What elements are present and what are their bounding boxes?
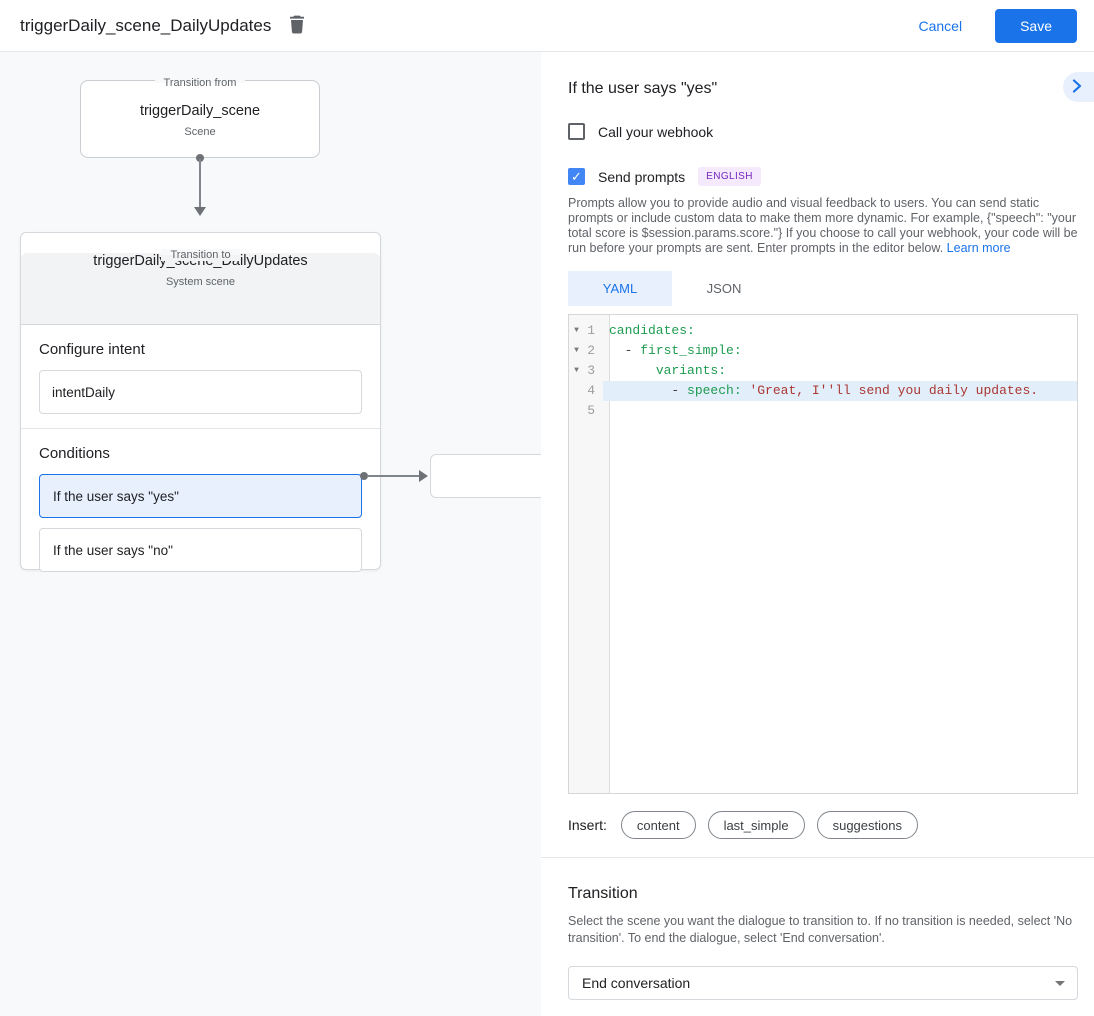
diagram-node-next-scene[interactable] xyxy=(430,454,541,498)
code-line-content[interactable]: - first_simple: xyxy=(603,341,1077,361)
connector-line-horizontal xyxy=(367,475,420,477)
yaml-code-editor[interactable]: ▼ 1 candidates: ▼ 2 - first_simple: ▼ 3 varian… xyxy=(568,314,1078,794)
line-number: 5 xyxy=(587,403,595,418)
editor-line[interactable]: 5 xyxy=(569,401,1077,421)
code-token-string: 'Great, I''ll send you daily updates. xyxy=(749,383,1039,398)
tab-json[interactable]: JSON xyxy=(706,281,742,296)
to-scene-header: Transition to triggerDaily_scene_DailyUp… xyxy=(21,249,380,325)
code-token-plain: - xyxy=(609,343,641,358)
transition-from-frame-label: Transition from xyxy=(81,73,319,91)
diagram-node-transition-from[interactable]: Transition from triggerDaily_scene Scene xyxy=(80,77,320,158)
transition-dropdown-value: End conversation xyxy=(582,975,691,991)
language-badge: ENGLISH xyxy=(698,167,761,186)
editor-lines: ▼ 1 candidates: ▼ 2 - first_simple: ▼ 3 varian… xyxy=(569,315,1077,421)
code-token-plain xyxy=(609,363,656,378)
trash-icon xyxy=(289,15,305,37)
intent-field[interactable]: intentDaily xyxy=(39,370,362,414)
collapse-panel-button[interactable] xyxy=(1063,72,1094,102)
from-scene-name: triggerDaily_scene xyxy=(139,103,261,119)
fold-arrow-icon[interactable]: ▼ xyxy=(574,366,579,375)
editor-format-tabs: YAML JSON xyxy=(568,271,1078,306)
code-line-content[interactable] xyxy=(603,401,1077,421)
page-title: triggerDaily_scene_DailyUpdates xyxy=(20,15,272,35)
fold-spacer xyxy=(569,381,584,401)
call-webhook-checkbox[interactable] xyxy=(568,123,585,140)
prompts-description-text: Prompts allow you to provide audio and v… xyxy=(568,196,1078,255)
to-scene-name: triggerDaily_scene_DailyUpdates xyxy=(93,253,308,269)
editor-line[interactable]: ▼ 1 candidates: xyxy=(569,321,1077,341)
top-bar: triggerDaily_scene_DailyUpdates Cancel S… xyxy=(0,0,1094,52)
conditions-section: Conditions If the user says "yes" If the… xyxy=(21,428,380,586)
diagram-node-transition-to[interactable]: Transition to triggerDaily_scene_DailyUp… xyxy=(20,232,381,572)
transition-description: Select the scene you want the dialogue t… xyxy=(568,914,1073,945)
insert-suggestions-chip[interactable]: suggestions xyxy=(816,811,918,839)
fold-arrow-icon[interactable]: ▼ xyxy=(574,326,579,335)
send-prompts-checkbox[interactable]: ✓ xyxy=(568,168,585,185)
connector-dot xyxy=(360,472,368,480)
condition-panel-title: If the user says "yes" xyxy=(568,80,718,97)
code-token-key: first_simple: xyxy=(640,343,742,358)
connector-dot xyxy=(196,154,204,162)
line-number: 2 xyxy=(587,343,595,358)
line-number: 1 xyxy=(587,323,595,338)
to-scene-type: System scene xyxy=(165,276,236,288)
send-prompts-label: Send prompts xyxy=(598,168,686,185)
prompts-description: Prompts allow you to provide audio and v… xyxy=(568,196,1078,256)
code-token-key: candidates: xyxy=(609,323,695,338)
tab-yaml[interactable]: YAML xyxy=(568,271,672,306)
conditions-label: Conditions xyxy=(39,445,110,462)
code-line-content[interactable]: - speech: 'Great, I''ll send you daily u… xyxy=(603,381,1077,401)
insert-last-simple-chip[interactable]: last_simple xyxy=(707,811,805,839)
editor-line[interactable]: ▼ 2 - first_simple: xyxy=(569,341,1077,361)
dropdown-caret-icon xyxy=(1055,980,1065,986)
fold-spacer xyxy=(569,401,584,421)
section-divider xyxy=(541,857,1094,858)
configure-intent-label: Configure intent xyxy=(39,341,145,358)
transition-section-title: Transition xyxy=(568,885,638,902)
code-token-plain: - xyxy=(609,383,688,398)
cancel-button[interactable]: Cancel xyxy=(918,17,963,34)
chevron-right-icon xyxy=(1072,78,1082,96)
transition-dropdown[interactable]: End conversation xyxy=(568,966,1078,1000)
call-webhook-row: Call your webhook xyxy=(568,123,1078,140)
learn-more-link[interactable]: Learn more xyxy=(946,241,1011,255)
fold-arrow-icon[interactable]: ▼ xyxy=(574,346,579,355)
line-number: 3 xyxy=(587,363,595,378)
condition-details-panel: If the user says "yes" Call your webhook… xyxy=(541,52,1094,1016)
code-line-content[interactable]: variants: xyxy=(603,361,1077,381)
arrowhead-down-icon xyxy=(194,207,206,216)
line-number: 4 xyxy=(587,383,595,398)
editor-line[interactable]: ▼ 3 variants: xyxy=(569,361,1077,381)
configure-intent-section: Configure intent intentDaily xyxy=(21,325,380,428)
condition-item-yes[interactable]: If the user says "yes" xyxy=(39,474,362,518)
scene-diagram-canvas: Transition from triggerDaily_scene Scene… xyxy=(0,52,541,1016)
code-token-key: speech: xyxy=(687,383,742,398)
insert-toolbar: Insert: content last_simple suggestions xyxy=(568,811,1078,839)
condition-item-no[interactable]: If the user says "no" xyxy=(39,528,362,572)
send-prompts-row: ✓ Send prompts ENGLISH xyxy=(568,167,1078,186)
arrowhead-right-icon xyxy=(419,470,428,482)
connector-line-vertical xyxy=(199,159,201,207)
delete-scene-button[interactable] xyxy=(289,15,305,37)
code-token-key: variants: xyxy=(655,363,727,378)
save-button[interactable]: Save xyxy=(995,8,1077,43)
from-scene-type: Scene xyxy=(184,126,216,138)
insert-label: Insert: xyxy=(568,817,607,833)
call-webhook-label: Call your webhook xyxy=(598,123,714,140)
code-line-content[interactable]: candidates: xyxy=(603,321,1077,341)
editor-line[interactable]: 4 - speech: 'Great, I''ll send you daily… xyxy=(569,381,1077,401)
insert-content-chip[interactable]: content xyxy=(620,811,696,839)
